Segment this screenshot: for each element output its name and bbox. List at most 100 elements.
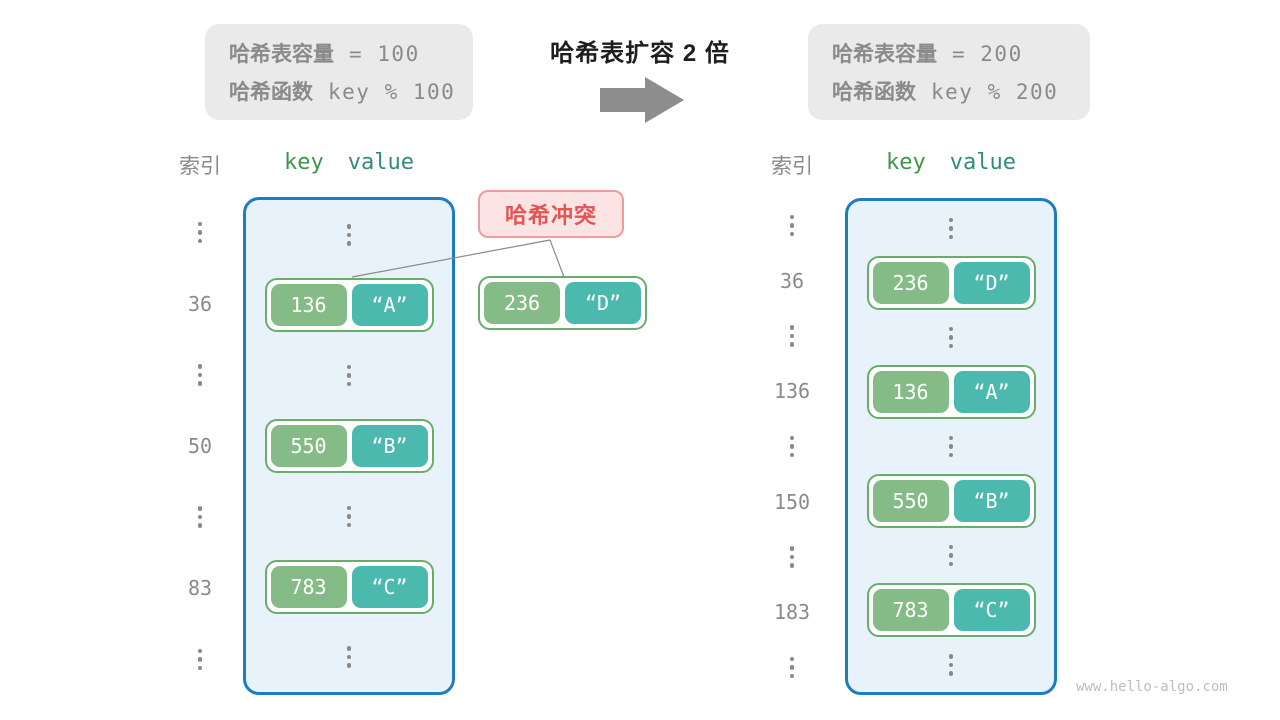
watermark: www.hello-algo.com [1076,679,1228,695]
key-pill: 783 [872,589,949,632]
bucket-row: 783“C” [848,583,1054,638]
index-ellipsis [168,624,232,695]
capacity-after-box: 哈希表容量 = 200 哈希函数 key % 200 [808,24,1090,120]
right-index-header: 索引 [771,155,813,178]
value-pill: “A” [351,284,428,327]
ellipsis-row [848,528,1054,583]
index-ellipsis [168,482,232,553]
right-kv-header: key value [845,150,1057,175]
index-ellipsis [168,197,232,268]
vertical-ellipsis-icon [197,506,203,528]
vertical-ellipsis-icon [789,214,795,237]
index-ellipsis [760,198,824,253]
bucket-row: 783“C” [246,551,452,621]
vertical-ellipsis-icon [948,217,954,240]
ellipsis-row [848,638,1054,693]
vertical-ellipsis-icon [948,435,954,458]
hash-function-line: 哈希函数 key % 200 [832,76,1066,106]
index-ellipsis [760,640,824,695]
index-label: 136 [773,379,811,404]
key-pill: 236 [484,282,560,324]
key-pill: 236 [872,261,949,304]
vertical-ellipsis-icon [789,546,795,568]
left-hash-table: 136“A” 550“B” 783“C” [243,197,455,695]
key-header: key [284,150,324,175]
vertical-ellipsis-icon [197,221,203,244]
vertical-ellipsis-icon [197,648,203,671]
vertical-ellipsis-icon [948,654,954,676]
vertical-ellipsis-icon [346,505,352,528]
capacity-value: = 200 [952,42,1023,66]
hash-collision-label: 哈希冲突 [478,190,624,238]
expand-arrow-icon [600,77,684,123]
bucket-row: 550“B” [848,474,1054,529]
kv-pair: 136“A” [264,278,434,333]
kv-pair: 783“C” [866,583,1036,638]
value-pill: “C” [953,589,1030,632]
bucket-row: 136“A” [246,270,452,340]
key-pill: 136 [270,284,347,327]
right-hash-table: 236“D” 136“A” 550“B” 783“C” [845,198,1057,695]
value-header: value [347,150,414,175]
diagram-title: 哈希表扩容 2 倍 [550,40,730,67]
left-index-header: 索引 [179,155,221,178]
index-ellipsis [760,529,824,584]
vertical-ellipsis-icon [948,544,954,567]
key-pill: 136 [872,370,949,413]
capacity-label: 哈希表容量 [229,43,334,66]
vertical-ellipsis-icon [346,646,352,668]
value-header: value [949,150,1016,175]
ellipsis-row [246,200,452,270]
vertical-ellipsis-icon [346,364,352,387]
index-label: 183 [773,600,811,625]
index-ellipsis [760,419,824,474]
value-pill: “A” [953,370,1030,413]
index-label: 150 [773,489,811,514]
value-pill: “D” [565,282,641,324]
vertical-ellipsis-icon [948,326,954,349]
bucket-row: 236“D” [848,255,1054,311]
key-pill: 783 [270,565,347,608]
capacity-line: 哈希表容量 = 200 [832,38,1066,68]
index-ellipsis [168,339,232,410]
capacity-before-box: 哈希表容量 = 100 哈希函数 key % 100 [205,24,473,120]
bucket-row: 136“A” [848,364,1054,420]
vertical-ellipsis-icon [789,435,795,458]
hash-function-value: key % 200 [931,80,1059,104]
value-pill: “D” [953,261,1030,304]
kv-pair: 136“A” [866,364,1036,419]
hash-function-label: 哈希函数 [229,81,313,104]
value-pill: “C” [351,565,428,608]
vertical-ellipsis-icon [346,224,352,246]
ellipsis-row [246,622,452,692]
right-index-column: 36 136 150 183 [760,198,824,695]
index-label: 36 [779,268,805,293]
key-pill: 550 [872,480,949,523]
key-pill: 550 [270,424,347,467]
index-label: 83 [187,576,213,601]
capacity-value: = 100 [349,42,420,66]
hash-function-label: 哈希函数 [832,81,916,104]
ellipsis-row [246,341,452,411]
kv-pair: 550“B” [264,418,434,473]
value-pill: “B” [953,480,1030,523]
ellipsis-row [848,419,1054,474]
ellipsis-row [848,310,1054,365]
vertical-ellipsis-icon [789,325,795,347]
collision-connector-line [549,239,565,278]
index-ellipsis [760,308,824,363]
capacity-label: 哈希表容量 [832,43,937,66]
index-label: 50 [187,433,213,458]
bucket-row: 550“B” [246,411,452,481]
left-kv-header: key value [243,150,455,175]
kv-pair-floating: 236 “D” [478,276,647,330]
hash-function-value: key % 100 [328,80,456,104]
kv-pair: 783“C” [264,559,434,614]
ellipsis-row [246,481,452,551]
index-label: 36 [187,291,213,316]
value-pill: “B” [351,424,428,467]
hash-function-line: 哈希函数 key % 100 [229,76,454,106]
key-header: key [886,150,926,175]
kv-pair: 236“D” [866,255,1036,310]
